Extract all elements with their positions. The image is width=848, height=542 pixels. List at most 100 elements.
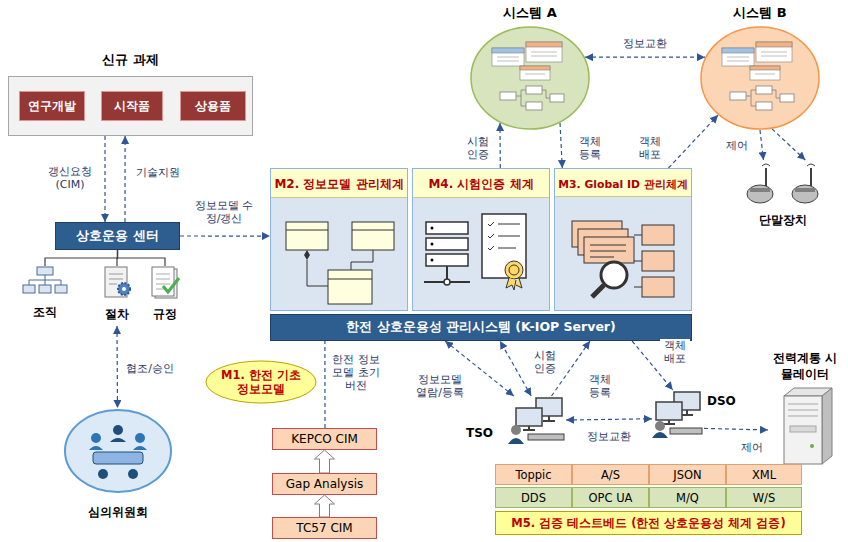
box-label: 연구개발 xyxy=(28,98,76,115)
module-panel: M4. 시험인증 체계 xyxy=(412,168,550,311)
process-box: TC57 CIM xyxy=(272,517,377,539)
edge-label: 한전 정보모델 초기버전 xyxy=(331,353,381,392)
icon-label: 절차 xyxy=(105,306,129,323)
edge-label: 시험 인증 xyxy=(463,135,493,161)
icon-label: 규정 xyxy=(153,306,177,323)
panel-header: M2. 정보모델 관리체계 xyxy=(271,169,407,198)
icon xyxy=(63,408,173,494)
process-box: 연구개발 xyxy=(19,91,85,121)
group-frame: 신규 과제연구개발시작품상용품 xyxy=(8,76,253,136)
edge-label: 갱신요청 (CIM) xyxy=(42,165,98,191)
icon xyxy=(508,396,566,444)
icon xyxy=(97,266,137,300)
panel-header: M3. Global ID 관리체계 xyxy=(555,169,691,197)
edge-label: 객체 배포 xyxy=(660,339,690,365)
circle-label: 심의위원회 xyxy=(60,504,175,521)
process-box: 상호운용 센터 xyxy=(55,222,180,250)
operator-node: TSO xyxy=(466,392,566,444)
simulator-label: 전력계통 시뮬레이터 xyxy=(768,350,842,382)
icon-label: 조직 xyxy=(33,304,57,321)
panel-title: M4. 시험인증 체계 xyxy=(428,176,533,193)
dashed-arrow xyxy=(500,341,531,396)
group-heading: 신규 과제 xyxy=(9,51,252,69)
icon xyxy=(274,200,404,311)
dashed-arrow xyxy=(180,235,270,236)
operator-label: DSO xyxy=(707,394,736,408)
process-box: Gap Analysis xyxy=(272,473,377,495)
edge-label: 정보모델 수정/갱신 xyxy=(189,199,259,225)
icon xyxy=(558,199,688,311)
box-label: 상호운용 센터 xyxy=(76,228,158,245)
operator-node: DSO xyxy=(652,390,737,442)
icon xyxy=(768,386,842,466)
edge-label: 협조/승인 xyxy=(124,362,176,375)
panel-header: M4. 시험인증 체계 xyxy=(413,169,549,198)
circle-heading: 시스템 A xyxy=(470,4,590,22)
box-label: M5. 검증 테스트베드 (한전 상호운용성 체계 검증) xyxy=(511,516,785,531)
table-cell: W/S xyxy=(726,487,802,508)
box-label: 한전 상호운용성 관리시스템 (K-IOP Server) xyxy=(346,319,616,336)
dashed-arrow xyxy=(104,136,105,222)
edge-label: 객체 등록 xyxy=(585,373,615,399)
icon xyxy=(145,266,185,300)
process-box: KEPCO CIM xyxy=(272,428,377,450)
circle-heading: 시스템 B xyxy=(700,4,820,22)
tree-line xyxy=(45,250,118,266)
operator-label: TSO xyxy=(466,426,493,440)
dashed-arrow xyxy=(560,123,562,168)
icon-node: 조직 xyxy=(22,266,68,326)
process-box: 상용품 xyxy=(180,91,246,121)
callout-text: M1. 한전 기초정보모델 xyxy=(221,368,301,396)
table-cell: DDS xyxy=(495,487,572,508)
block-arrow xyxy=(315,450,335,473)
process-box: 한전 상호운용성 관리시스템 (K-IOP Server) xyxy=(270,314,692,341)
block-arrow xyxy=(315,495,335,517)
icon xyxy=(22,266,68,298)
edge-label: 객체 등록 xyxy=(575,135,605,161)
edge-label: 제어 xyxy=(737,441,767,454)
edge-label: 시험 인증 xyxy=(530,349,560,375)
dashed-arrow xyxy=(704,428,768,430)
table-cell: M/Q xyxy=(649,487,726,508)
icon xyxy=(416,200,546,311)
edge-label: 기술지원 xyxy=(130,166,186,179)
table-cell: JSON xyxy=(649,464,726,485)
module-panel: M3. Global ID 관리체계 xyxy=(554,168,692,311)
table-cell: Toppic xyxy=(495,464,572,485)
icon xyxy=(700,26,820,130)
process-box: 시작품 xyxy=(101,91,163,121)
tree-line xyxy=(118,250,166,266)
table-cell: A/S xyxy=(572,464,649,485)
dashed-arrow xyxy=(760,130,764,160)
panel-title: M3. Global ID 관리체계 xyxy=(558,178,687,192)
system-circle: 시스템 B xyxy=(700,4,820,130)
box-label: 시작품 xyxy=(114,98,150,115)
table-cell: OPC UA xyxy=(572,487,649,508)
box-label: KEPCO CIM xyxy=(291,432,358,446)
edge-label: 정보교환 xyxy=(579,430,639,443)
dashed-arrow xyxy=(566,419,652,420)
edge-label: 정보교환 xyxy=(615,37,675,50)
box-label: TC57 CIM xyxy=(296,521,352,535)
dashed-arrow xyxy=(116,326,118,408)
device-label: 단말장치 xyxy=(759,212,807,229)
dashed-arrow xyxy=(585,57,705,58)
device-node: 단말장치 xyxy=(735,160,830,232)
module-panel: M2. 정보모델 관리체계 xyxy=(270,168,408,311)
icon xyxy=(735,160,830,206)
icon-node: 절차 xyxy=(94,266,140,326)
icon-node: 규정 xyxy=(142,266,188,326)
system-circle: 시스템 A xyxy=(470,4,590,130)
box-label: Gap Analysis xyxy=(286,477,364,491)
callout-oval: M1. 한전 기초정보모델 xyxy=(205,360,317,404)
edge-label: 정보모델 열람/등록 xyxy=(414,373,466,399)
dashed-arrow xyxy=(669,115,719,168)
control-arrow xyxy=(772,129,805,160)
panel-title: M2. 정보모델 관리체계 xyxy=(274,176,403,193)
dashed-arrow xyxy=(499,123,500,168)
table-cell: XML xyxy=(726,464,802,485)
committee-circle: 심의위원회 xyxy=(60,408,175,526)
dashed-arrow xyxy=(324,341,325,428)
icon xyxy=(470,26,590,130)
